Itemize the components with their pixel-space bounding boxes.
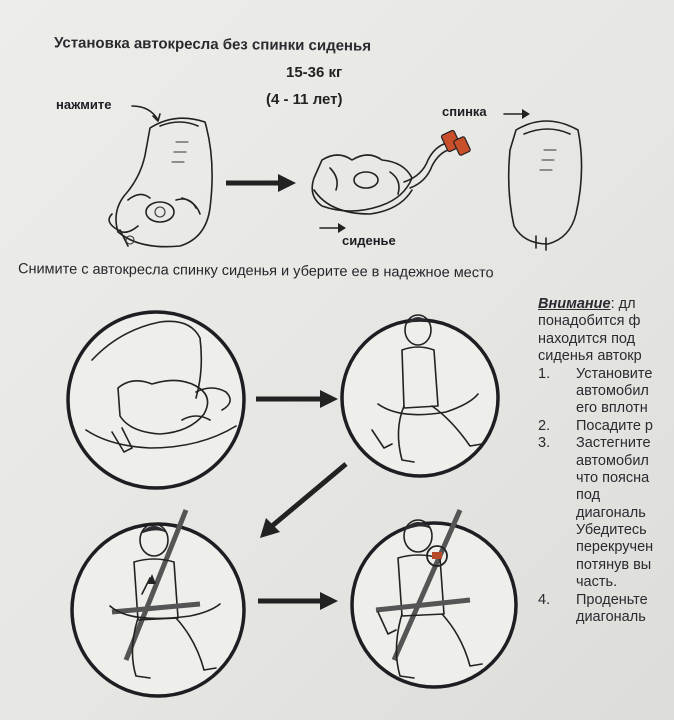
arrow-step2-to-step3 — [260, 462, 348, 538]
list-text: перекручен — [576, 539, 654, 556]
list-text: диагональ — [576, 609, 646, 626]
press-arrow — [131, 105, 161, 122]
booster-seat-drawing — [311, 129, 471, 215]
list-item-2: 2. Посадите р — [538, 418, 674, 435]
list-text: Установите — [576, 365, 653, 382]
note-line-1: Внимание: дл — [538, 296, 674, 313]
list-text: автомобил — [576, 452, 649, 469]
list-text: что поясна — [576, 469, 650, 486]
arrow-step3-to-step4 — [258, 592, 338, 610]
note-line-4: сиденья автокр — [538, 348, 642, 365]
list-text: Проденьте — [576, 591, 648, 608]
weight-range: 15-36 кг — [286, 64, 343, 81]
warning-label: Внимание — [538, 296, 611, 312]
list-text: под — [576, 487, 601, 504]
arrow-step1-to-step2 — [256, 390, 338, 408]
list-number: 3. — [538, 435, 551, 452]
step-circle-sit — [340, 314, 500, 478]
list-item-3: 3. Застегните — [538, 435, 674, 452]
step-circle-install — [66, 310, 246, 490]
backrest-arrow — [503, 109, 530, 119]
list-text: часть. — [576, 574, 618, 591]
list-text: диагональ — [576, 504, 646, 521]
note-line-3: находится под — [538, 330, 636, 347]
seat-arrow — [319, 223, 346, 233]
note-column: Внимание: дл понадобится ф находится под… — [538, 296, 674, 626]
seat-label: сиденье — [342, 233, 396, 248]
top-arrow — [226, 174, 296, 192]
press-label: нажмите — [56, 97, 112, 112]
list-text: Застегните — [576, 435, 651, 452]
list-text: автомобил — [576, 382, 649, 399]
note-line-1-rest: : дл — [610, 296, 636, 312]
backrest-label: спинка — [442, 104, 487, 119]
list-number: 4. — [538, 591, 551, 608]
list-text: его вплотн — [576, 400, 648, 417]
list-number: 1. — [538, 365, 551, 382]
age-range: (4 - 11 лет) — [266, 91, 343, 108]
list-text: Убедитесь — [576, 522, 647, 539]
full-car-seat-drawing — [108, 117, 213, 248]
list-item-4: 4. Проденьте — [538, 592, 674, 609]
list-number: 2. — [538, 417, 551, 434]
backrest-drawing — [507, 120, 583, 251]
step-circle-buckle — [70, 509, 246, 698]
note-line-2: понадобится ф — [538, 313, 641, 330]
list-text: потянув вы — [576, 556, 652, 573]
list-text: Посадите р — [576, 417, 653, 434]
step-circle-belted — [350, 508, 518, 689]
list-item-1: 1. Установите — [538, 366, 674, 383]
